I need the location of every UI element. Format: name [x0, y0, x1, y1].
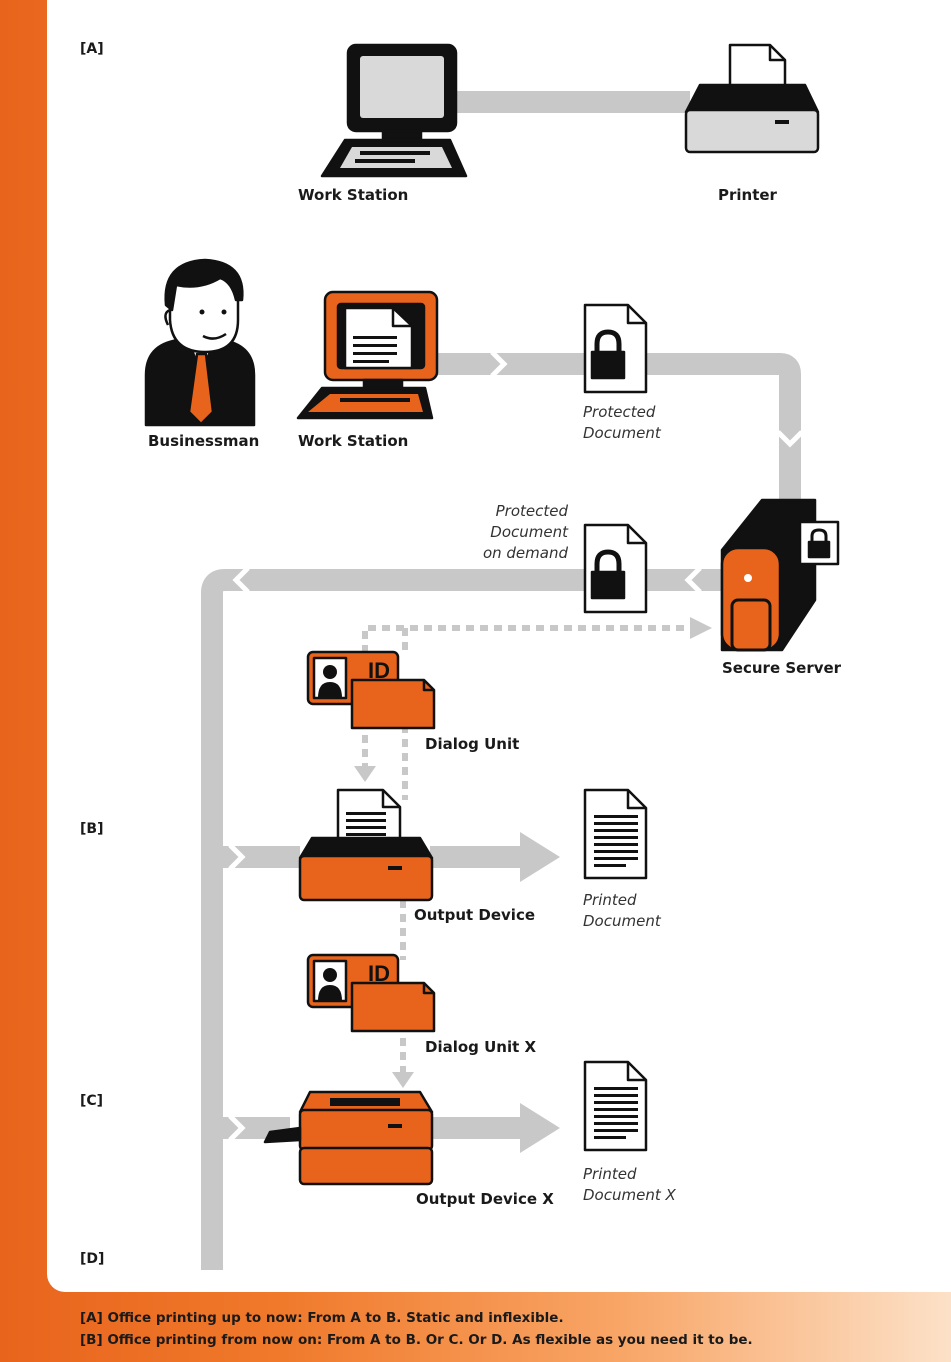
dialog-unit-label: Dialog Unit: [425, 735, 520, 753]
dialog-unit-icon: [306, 650, 436, 730]
printed-document-icon: [583, 788, 648, 880]
dialog-unit-x-id-text: ID: [368, 961, 390, 986]
workstation-to-server-line: [430, 353, 801, 500]
protected-document-on-demand-label: Protected Document on demand: [482, 502, 568, 562]
dialog-unit-id-text: ID: [368, 658, 390, 683]
output-device-x-icon: [263, 1090, 434, 1186]
diagram-panel: [47, 0, 951, 1292]
caption-a: [A] Office printing up to now: From A to…: [80, 1310, 564, 1326]
printer-a-icon: [684, 43, 820, 154]
caption-b: [B] Office printing from now on: From A …: [80, 1332, 753, 1348]
printer-a-label: Printer: [718, 186, 777, 204]
marker-c: [C]: [80, 1093, 104, 1109]
flow-chevrons: [228, 350, 804, 1142]
dotted-control-lines: [362, 625, 695, 1080]
printed-arrowhead: [520, 832, 560, 882]
protected-document-on-demand-icon: [583, 523, 648, 614]
protected-document-label: Protected Document: [583, 403, 661, 442]
secure-server-icon: [720, 498, 840, 652]
workstation-a-icon: [320, 43, 468, 178]
marker-b: [B]: [80, 821, 104, 837]
output-device-label: Output Device: [414, 906, 536, 924]
dotted-arrowheads: [354, 617, 712, 1088]
printed-document-label: Printed Document: [583, 891, 661, 930]
dialog-unit-x-label: Dialog Unit X: [425, 1038, 537, 1056]
businessman-icon: [144, 258, 256, 427]
marker-d: [D]: [80, 1251, 105, 1267]
printed-x-arrowhead: [520, 1103, 560, 1153]
printed-document-x-icon: [583, 1060, 648, 1152]
marker-a: [A]: [80, 41, 104, 57]
workstation-a-label: Work Station: [298, 186, 409, 204]
businessman-label: Businessman: [148, 432, 260, 450]
workstation-b-icon: [296, 290, 439, 420]
dialog-unit-x-icon: [306, 953, 436, 1033]
workstation-b-label: Work Station: [298, 432, 409, 450]
server-to-distribution-line: [201, 569, 725, 1270]
output-device-x-label: Output Device X: [416, 1190, 554, 1208]
secure-server-label: Secure Server: [722, 659, 842, 677]
printed-document-x-label: Printed Document X: [583, 1165, 676, 1204]
flow-lines: [201, 91, 801, 1270]
protected-document-icon: [583, 303, 648, 394]
output-device-icon: [298, 788, 434, 902]
flow-arrowheads: [520, 832, 560, 1153]
